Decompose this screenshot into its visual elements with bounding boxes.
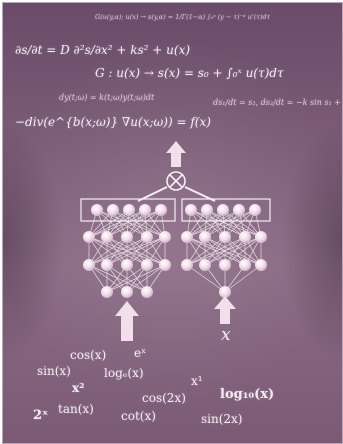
trunk-net-neuron [219, 231, 231, 243]
branch-net-neuron [159, 259, 171, 271]
elliptic-pde-equation: −div(e^{b(x;ω)} ∇u(x;ω)) = f(x) [15, 115, 211, 129]
branch-net-neuron [83, 259, 95, 271]
output-arrow [166, 141, 186, 167]
function-sin-2x: sin(2x) [201, 412, 243, 426]
function-tan-x: tan(x) [58, 402, 94, 416]
branch-net-neuron [121, 286, 133, 298]
stochastic-ode-equation: dy(t;ω) = k(t;ω)y(t;ω)dt [59, 93, 155, 102]
branch-net-neuron [141, 259, 153, 271]
function-2-power-x: 2ˣ [33, 408, 49, 423]
trunk-net-neuron [185, 204, 197, 216]
branch-net-neuron [139, 204, 151, 216]
trunk-net-neuron [233, 204, 245, 216]
trunk-net-neuron [249, 204, 261, 216]
branch-net-neuron [101, 286, 113, 298]
trunk-net-neuron [219, 286, 231, 298]
trunk-net-neuron [199, 231, 211, 243]
branch-net-neuron [83, 231, 95, 243]
antiderivative-operator-equation: G : u(x) → s(x) = s₀ + ∫₀ˣ u(τ)dτ [95, 66, 284, 80]
branch-net-neuron [121, 231, 133, 243]
function-cos-x: cos(x) [70, 348, 107, 362]
deeponet-diagram [80, 141, 271, 341]
function-x-power: x¹ [191, 374, 203, 388]
function-e-x: eˣ [134, 346, 147, 360]
branch-net-neuron [141, 231, 153, 243]
branch-net-neuron [123, 204, 135, 216]
trunk-input-label: x [221, 325, 231, 345]
branch-net-neuron [159, 231, 171, 243]
function-sin-x: sin(x) [37, 364, 71, 378]
trunk-net-neuron [181, 231, 193, 243]
trunk-output-box [181, 198, 271, 222]
branch-net-neuron [101, 259, 113, 271]
trunk-net-neuron [239, 231, 251, 243]
trunk-net-neuron [255, 231, 267, 243]
function-x-squared: x² [72, 381, 85, 395]
branch-net-neuron [141, 286, 153, 298]
function-log10-x: log₁₀(x) [220, 387, 275, 402]
pendulum-equation: ds₁/dt = s₂, ds₂/dt = −k sin s₁ + u(t) [213, 98, 342, 107]
product-operator-icon [166, 171, 186, 191]
branch-net-neuron [121, 259, 133, 271]
trunk-net-neuron [217, 204, 229, 216]
branch-net-neuron [107, 204, 119, 216]
branch-net-neuron [91, 204, 103, 216]
branch-input-arrow [115, 301, 139, 341]
trunk-net-neuron [199, 259, 211, 271]
trunk-net-neuron [239, 259, 251, 271]
trunk-net-neuron [219, 259, 231, 271]
trunk-net-neuron [201, 204, 213, 216]
trunk-net-neuron [181, 259, 193, 271]
branch-net-neuron [101, 231, 113, 243]
function-log-c-x: logₑ(x) [104, 366, 144, 380]
branch-net-neuron [155, 204, 167, 216]
fractional-operator-equation: G(u(y,α); u(x) → s(y,α) = 1/Γ(1−α) ∫₀ʸ (… [95, 13, 271, 21]
function-cot-x: cot(x) [121, 409, 156, 423]
function-cos-2x: cos(2x) [142, 391, 186, 405]
trunk-input-arrow [214, 296, 236, 324]
trunk-net-neuron [255, 259, 267, 271]
diffusion-reaction-equation: ∂s/∂t = D ∂²s/∂x² + ks² + u(x) [15, 43, 191, 57]
